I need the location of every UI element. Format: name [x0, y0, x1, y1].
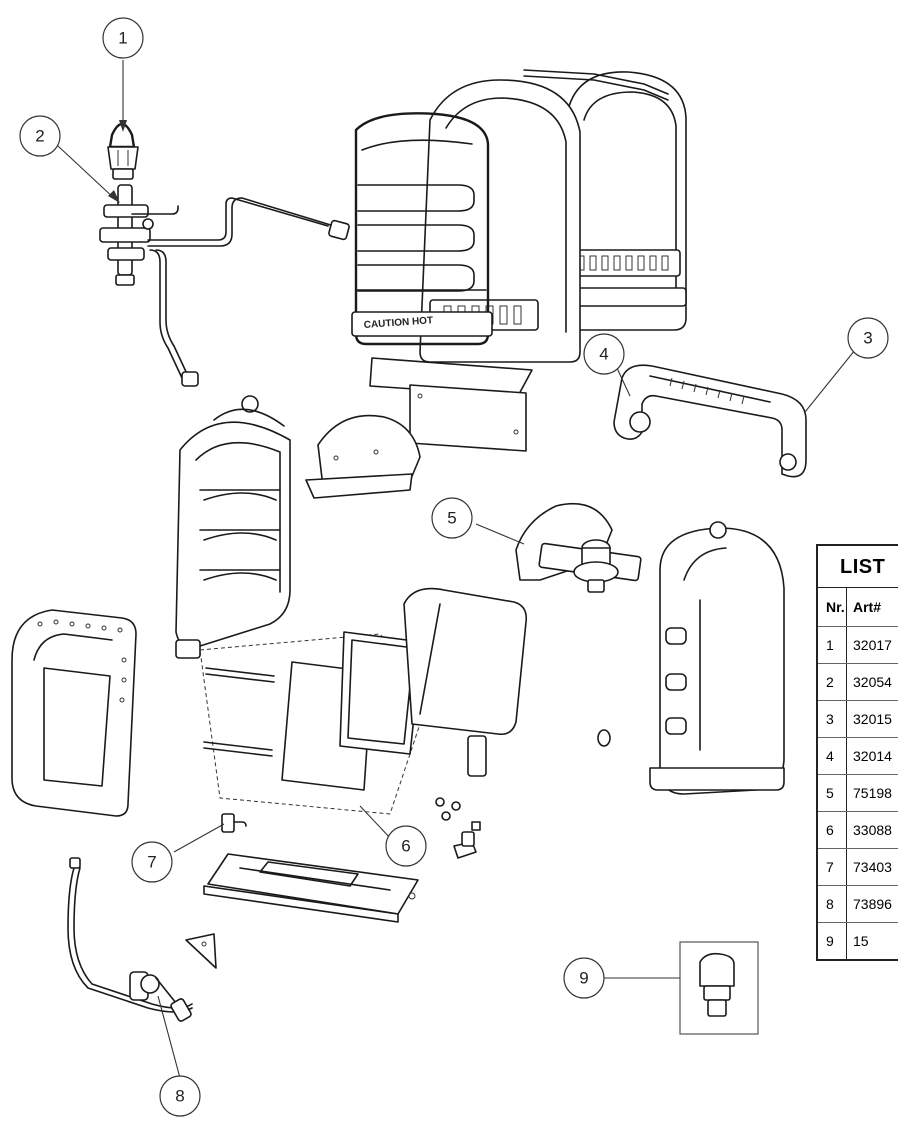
header-nr: Nr. — [826, 599, 845, 615]
callout-4: 4 — [583, 333, 625, 375]
row-art: 32017 — [846, 627, 892, 663]
row-art: 75198 — [846, 775, 892, 811]
row-art: 15 — [846, 923, 869, 959]
parts-list-header-row: Nr. Art# — [818, 588, 898, 627]
callout-leaders — [57, 60, 856, 1079]
row-art: 73896 — [846, 886, 892, 922]
parts-list-title: LIST — [818, 546, 898, 588]
header-art: Art# — [846, 588, 881, 626]
row-art: 32015 — [846, 701, 892, 737]
table-row: 4 32014 — [818, 738, 898, 775]
row-nr: 8 — [826, 896, 834, 912]
reflector-plate — [369, 357, 533, 452]
svg-text:6: 6 — [401, 837, 410, 856]
heater-inner-housing — [175, 395, 291, 659]
table-row: 3 32015 — [818, 701, 898, 738]
small-bracket — [185, 933, 217, 969]
callout-5: 5 — [431, 497, 473, 539]
callout-2: 2 — [19, 115, 61, 157]
part-7-igniter — [221, 813, 247, 833]
svg-text:7: 7 — [147, 853, 156, 872]
row-nr: 4 — [826, 748, 834, 764]
svg-text:2: 2 — [35, 127, 44, 146]
row-nr: 6 — [826, 822, 834, 838]
callout-1: 1 — [102, 17, 144, 59]
part-2-control-valve — [99, 184, 350, 387]
callout-8: 8 — [159, 1075, 201, 1117]
table-row: 8 73896 — [818, 886, 898, 923]
svg-text:4: 4 — [599, 345, 608, 364]
part-8-thermocouple-pilot — [67, 857, 193, 1022]
svg-text:3: 3 — [863, 329, 872, 348]
row-nr: 3 — [826, 711, 834, 727]
heat-shield-bracket — [305, 414, 421, 499]
svg-text:8: 8 — [175, 1087, 184, 1106]
table-row: 6 33088 — [818, 812, 898, 849]
table-row: 5 75198 — [818, 775, 898, 812]
parts-list-table: LIST Nr. Art# 1 32017 2 32054 3 32015 4 … — [816, 544, 898, 961]
small-fasteners — [435, 797, 481, 859]
callout-9: 9 — [563, 957, 605, 999]
svg-text:9: 9 — [579, 969, 588, 988]
part-1-pilot-cap — [107, 122, 139, 180]
base-tray — [203, 853, 419, 923]
caution-hot-marking: CAUTION HOT — [363, 315, 433, 331]
row-art: 33088 — [846, 812, 892, 848]
heater-wire-guard: CAUTION HOT — [351, 112, 493, 346]
row-nr: 1 — [826, 637, 834, 653]
row-nr: 9 — [826, 933, 834, 949]
part-3-4-handle — [613, 364, 807, 478]
svg-text:5: 5 — [447, 509, 456, 528]
table-row: 9 15 — [818, 923, 898, 959]
callout-3: 3 — [847, 317, 889, 359]
callout-7: 7 — [131, 841, 173, 883]
heater-outer-housing-right — [597, 521, 785, 795]
row-nr: 5 — [826, 785, 834, 801]
table-row: 7 73403 — [818, 849, 898, 886]
row-nr: 7 — [826, 859, 834, 875]
callout-6: 6 — [385, 825, 427, 867]
part-6-burner-assembly — [199, 587, 528, 815]
row-art: 32054 — [846, 664, 892, 700]
row-art: 73403 — [846, 849, 892, 885]
svg-text:1: 1 — [118, 29, 127, 48]
row-art: 32014 — [846, 738, 892, 774]
table-row: 1 32017 — [818, 627, 898, 664]
part-9-spare-cap — [679, 941, 759, 1035]
part-5-regulator-assembly — [515, 502, 642, 593]
heater-outer-housing-left — [11, 609, 137, 817]
table-row: 2 32054 — [818, 664, 898, 701]
row-nr: 2 — [826, 674, 834, 690]
